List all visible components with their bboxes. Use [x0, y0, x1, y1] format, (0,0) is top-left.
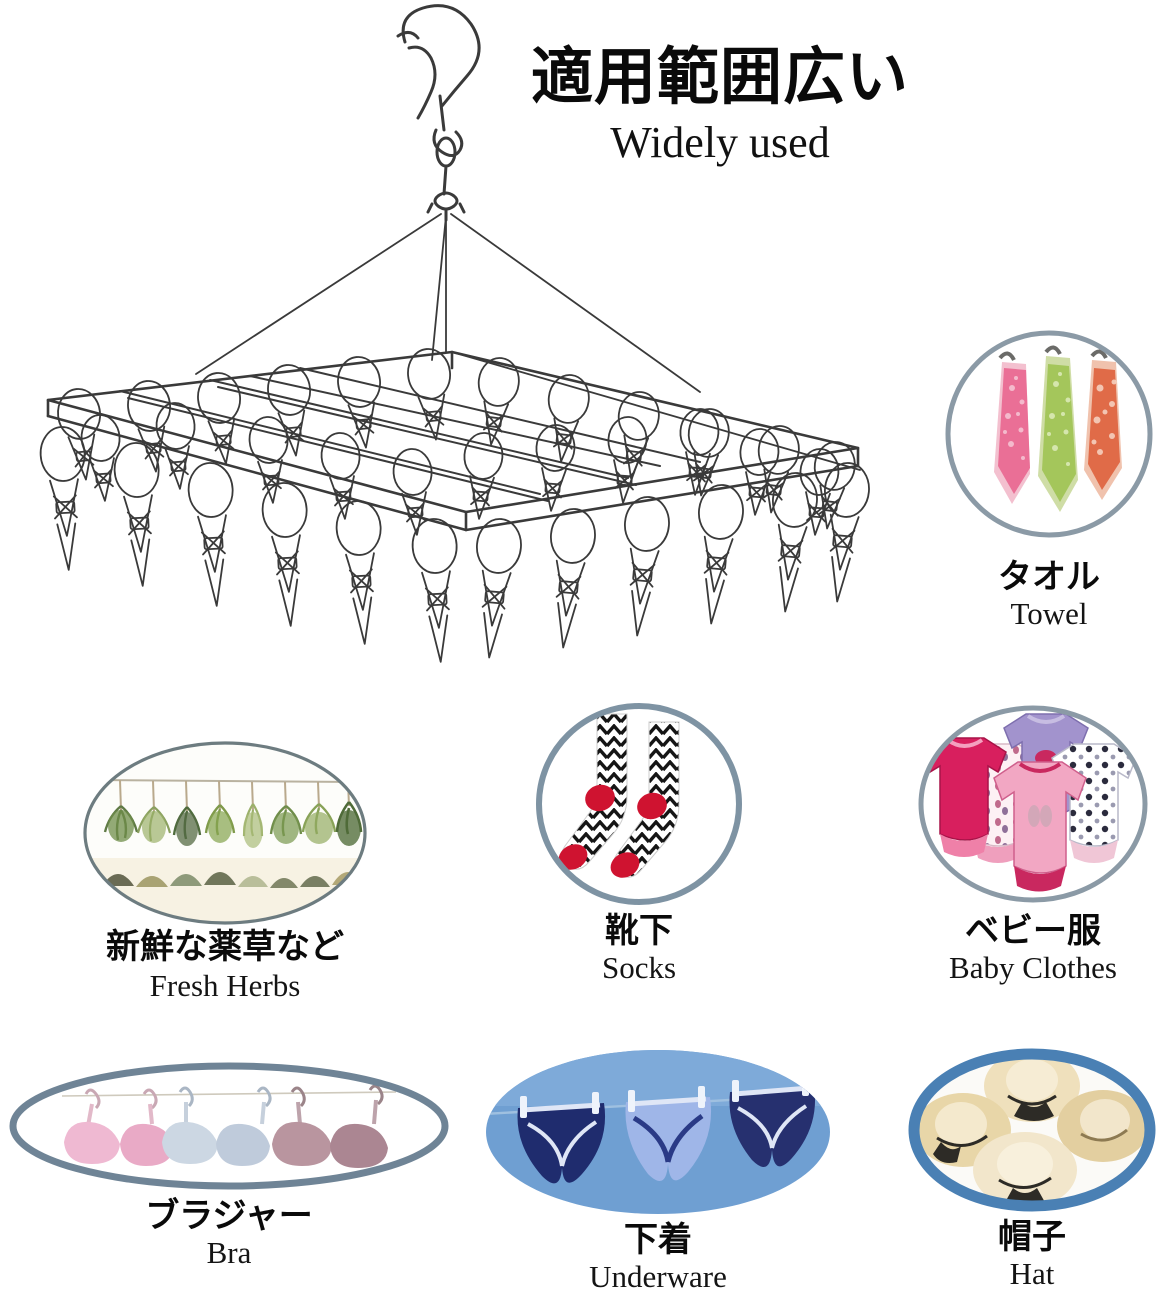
category-underwear: 下着 Underware	[478, 1046, 838, 1295]
category-towel: タオル Towel	[930, 322, 1168, 632]
underwear-caption: 下着 Underware	[478, 1221, 838, 1295]
baby-clothes-icon	[908, 700, 1158, 912]
clip-group	[39, 348, 870, 663]
socks-caption: 靴下 Socks	[508, 912, 770, 986]
hat-caption: 帽子 Hat	[898, 1218, 1166, 1292]
socks-label-en: Socks	[601, 950, 677, 986]
bra-label-en: Bra	[206, 1235, 252, 1271]
hat-icon	[901, 1046, 1163, 1218]
herbs-label-jp: 新鮮な薬草など	[106, 927, 344, 967]
baby-caption: ベビー服 Baby Clothes	[898, 912, 1168, 986]
baby-label-jp: ベビー服	[965, 911, 1101, 951]
category-hat: 帽子 Hat	[898, 1046, 1166, 1292]
product-illustration	[0, 0, 900, 720]
underwear-label-en: Underware	[589, 1259, 727, 1295]
headline-english: Widely used	[610, 117, 830, 167]
socks-label-jp: 靴下	[605, 911, 673, 951]
underwear-label-jp: 下着	[624, 1220, 692, 1260]
category-herbs: 新鮮な薬草など Fresh Herbs	[40, 738, 410, 1004]
underwear-icon	[478, 1046, 838, 1221]
hat-label-jp: 帽子	[998, 1217, 1066, 1257]
category-socks: 靴下 Socks	[508, 700, 770, 986]
swivel-hook-icon	[396, 4, 481, 222]
hat-label-en: Hat	[1009, 1256, 1055, 1292]
category-bra: ブラジャー Bra	[4, 1058, 454, 1271]
herbs-label-en: Fresh Herbs	[149, 968, 301, 1004]
bra-caption: ブラジャー Bra	[4, 1197, 454, 1271]
headline-japanese: 適用範囲広い	[530, 40, 909, 113]
towel-label-en: Towel	[1010, 596, 1088, 632]
headline-block: 適用範囲広い Widely used	[500, 40, 940, 170]
towel-caption: タオル Towel	[930, 558, 1168, 632]
towel-icon	[942, 322, 1157, 558]
bra-icon	[4, 1058, 454, 1193]
towel-label-jp: タオル	[998, 557, 1100, 597]
herbs-caption: 新鮮な薬草など Fresh Herbs	[40, 928, 410, 1004]
socks-icon	[523, 700, 755, 912]
baby-label-en: Baby Clothes	[949, 950, 1117, 986]
category-baby-clothes: ベビー服 Baby Clothes	[898, 700, 1168, 986]
bra-label-jp: ブラジャー	[145, 1196, 313, 1236]
herbs-icon	[60, 738, 390, 928]
